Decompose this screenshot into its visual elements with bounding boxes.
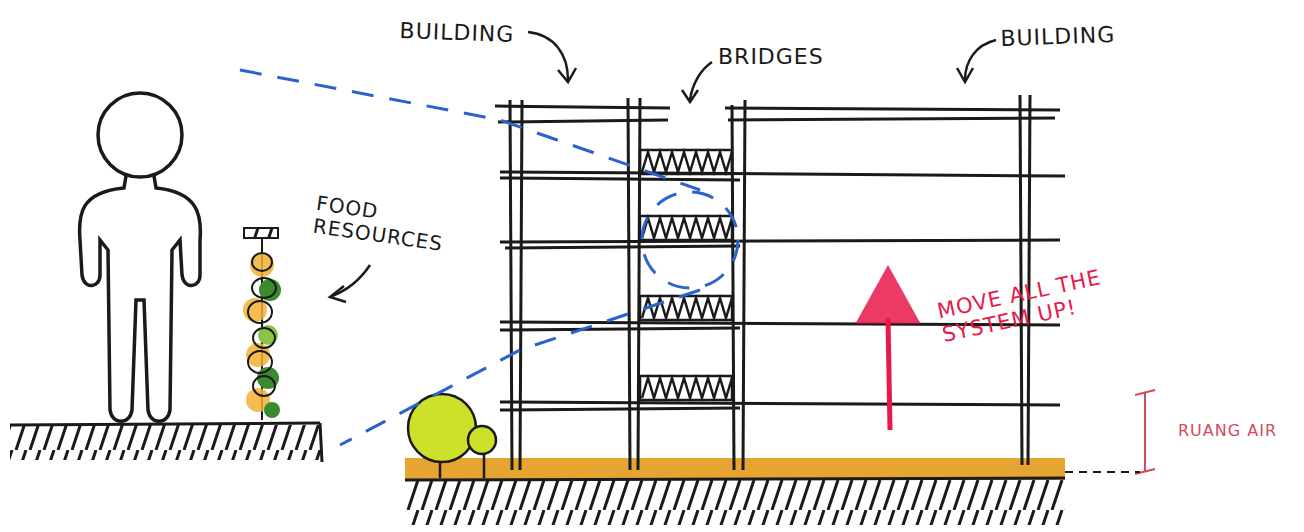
bridges-label: BRIDGES — [718, 44, 868, 69]
food-resources-label: FOOD RESOURCES — [312, 192, 437, 254]
red-up-arrow — [858, 268, 918, 430]
sight-lines — [240, 70, 738, 445]
building-frames — [495, 95, 1065, 470]
person-figure — [79, 93, 200, 421]
tree — [408, 394, 496, 478]
dimension-bracket — [1065, 390, 1155, 474]
food-plant — [243, 228, 281, 420]
dimension-label: RUANG AIR — [1178, 422, 1298, 440]
instruction-note: MOVE ALL THE SYSTEM UP! — [935, 264, 1116, 348]
building-label: BUILDING — [399, 18, 550, 49]
bridges — [640, 150, 732, 400]
building-label: BUILDING — [1000, 21, 1151, 52]
leader-arrows — [330, 32, 996, 302]
left-ground — [10, 423, 322, 462]
